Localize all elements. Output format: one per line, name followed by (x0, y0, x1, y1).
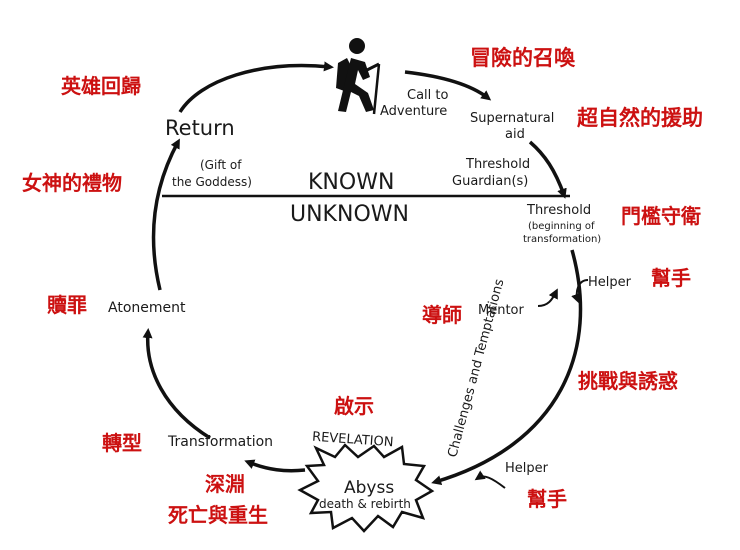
zh-supernatural-aid: 超自然的援助 (577, 106, 703, 130)
zh-challenges: 挑戰與誘惑 (578, 369, 678, 393)
abyss-label: Abyss (344, 478, 394, 498)
zh-revelation: 啟示 (334, 394, 374, 418)
zh-helper-upper: 幫手 (651, 266, 691, 290)
zh-helper-lower: 幫手 (527, 487, 567, 511)
helper-upper-label: Helper (588, 275, 632, 290)
unknown-label: UNKNOWN (290, 202, 409, 227)
threshold-sub-label-2: transformation) (523, 234, 601, 245)
helper-upper-arrow (571, 279, 589, 304)
zh-mentor: 導師 (422, 303, 462, 327)
helper-lower-label: Helper (505, 461, 549, 476)
mentor-arrow (537, 288, 558, 307)
death-rebirth-label: death & rebirth (319, 497, 411, 511)
zh-death-rebirth: 死亡與重生 (168, 503, 268, 527)
cycle-arc-abyss-to-transformation (244, 459, 306, 473)
cycle-arc-atonement-to-return (151, 138, 180, 291)
supernatural-aid-label-1: Supernatural (470, 111, 554, 126)
return-label: Return (165, 116, 235, 140)
known-label: KNOWN (308, 170, 394, 195)
hiker-icon (336, 38, 381, 115)
call-to-adventure-label-1: Call to (407, 88, 448, 103)
abyss-starburst (297, 443, 435, 533)
call-to-adventure-label-2: Adventure (380, 104, 447, 119)
zh-abyss: 深淵 (205, 472, 245, 496)
helper-lower-arrow (474, 470, 506, 489)
threshold-label: Threshold (526, 203, 591, 218)
cycle-arc-transformation-to-atonement (142, 328, 211, 440)
revelation-label: REVELATION (312, 430, 394, 451)
cycle-arc-call (404, 70, 492, 101)
atonement-label: Atonement (108, 300, 186, 316)
zh-gift-of-goddess: 女神的禮物 (22, 171, 122, 195)
zh-call-to-adventure: 冒險的召喚 (470, 46, 576, 70)
zh-atonement: 贖罪 (47, 293, 87, 317)
zh-transformation: 轉型 (102, 431, 142, 455)
zh-return: 英雄回歸 (61, 74, 141, 98)
threshold-guardians-label-2: Guardian(s) (452, 174, 528, 189)
gift-of-goddess-label-2: the Goddess) (172, 175, 252, 189)
cycle-arc-aid-to-threshold (528, 140, 567, 199)
supernatural-aid-label-2: aid (505, 127, 525, 142)
gift-of-goddess-label-1: (Gift of (200, 158, 242, 172)
cycle-arc-threshold-to-abyss (431, 249, 583, 486)
threshold-sub-label-1: (beginning of (528, 221, 595, 232)
mentor-label: Mentor (478, 303, 525, 318)
threshold-guardians-label-1: Threshold (465, 157, 530, 172)
cycle-arc-return-to-hero (178, 61, 334, 113)
zh-threshold-guardians: 門檻守衛 (621, 204, 701, 228)
transformation-label: Transformation (167, 434, 273, 450)
